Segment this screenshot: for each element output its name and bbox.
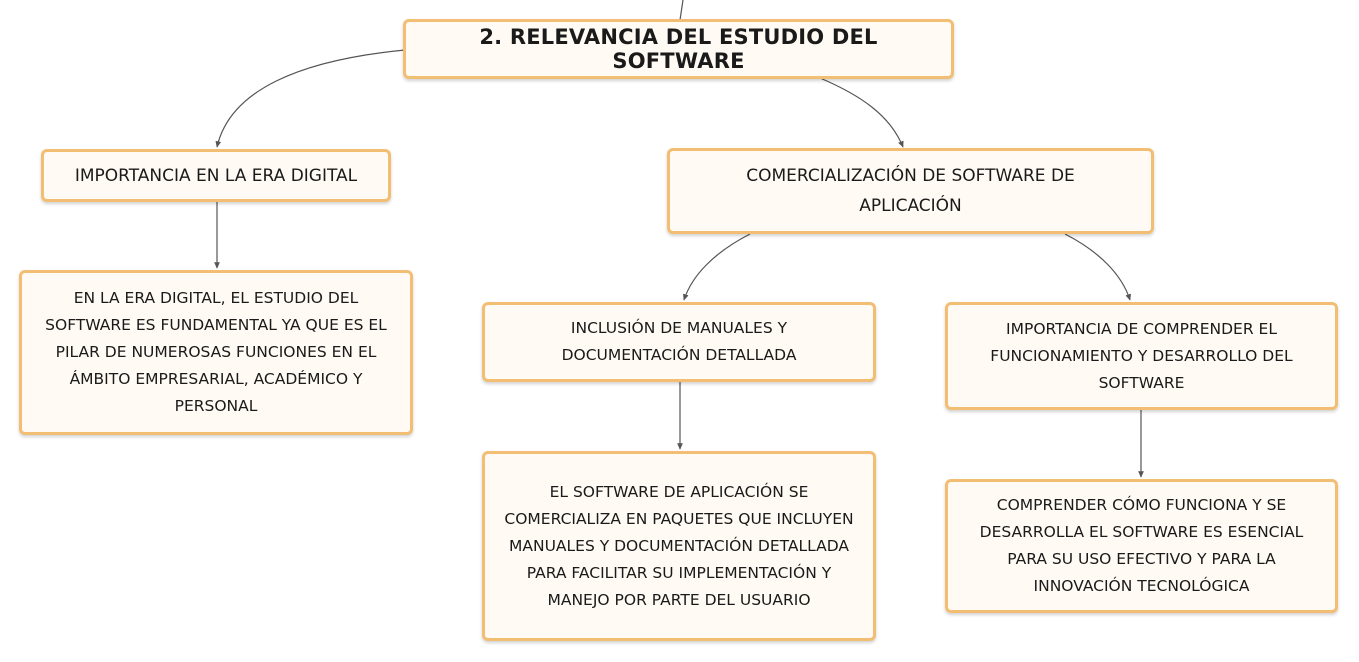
node-era-digital-detalle-label: EN LA ERA DIGITAL, EL ESTUDIO DEL SOFTWA… <box>45 289 387 415</box>
node-comercializacion-label: COMERCIALIZACIÓN DE SOFTWARE DE APLICACI… <box>746 166 1075 216</box>
root-node-label: 2. RELEVANCIA DEL ESTUDIO DEL SOFTWARE <box>479 25 878 73</box>
node-comprender-detalle[interactable]: COMPRENDER CÓMO FUNCIONA Y SE DESARROLLA… <box>945 479 1338 613</box>
node-inclusion-manuales[interactable]: INCLUSIÓN DE MANUALES Y DOCUMENTACIÓN DE… <box>482 302 876 382</box>
node-manuales-detalle-label: EL SOFTWARE DE APLICACIÓN SE COMERCIALIZ… <box>504 482 854 609</box>
connector-comercializacion-to-comprender <box>1064 233 1131 301</box>
node-manuales-detalle[interactable]: EL SOFTWARE DE APLICACIÓN SE COMERCIALIZ… <box>482 451 876 641</box>
node-importancia-era-digital-label: IMPORTANCIA EN LA ERA DIGITAL <box>74 165 358 186</box>
connector-root-to-importancia <box>215 49 406 148</box>
connector-root-to-comercializacion <box>819 77 904 148</box>
node-importancia-comprender-label: IMPORTANCIA DE COMPRENDER EL FUNCIONAMIE… <box>990 319 1293 392</box>
node-comprender-detalle-label: COMPRENDER CÓMO FUNCIONA Y SE DESARROLLA… <box>979 496 1304 595</box>
node-comercializacion[interactable]: COMERCIALIZACIÓN DE SOFTWARE DE APLICACI… <box>667 148 1154 234</box>
connector-comercializacion-to-inclusion <box>683 233 751 301</box>
node-era-digital-detalle[interactable]: EN LA ERA DIGITAL, EL ESTUDIO DEL SOFTWA… <box>19 270 413 435</box>
node-inclusion-manuales-label: INCLUSIÓN DE MANUALES Y DOCUMENTACIÓN DE… <box>561 319 797 364</box>
node-importancia-comprender[interactable]: IMPORTANCIA DE COMPRENDER EL FUNCIONAMIE… <box>945 302 1338 410</box>
connector-incoming-root <box>679 0 684 21</box>
root-node[interactable]: 2. RELEVANCIA DEL ESTUDIO DEL SOFTWARE <box>403 19 954 79</box>
node-importancia-era-digital[interactable]: IMPORTANCIA EN LA ERA DIGITAL <box>41 149 391 202</box>
